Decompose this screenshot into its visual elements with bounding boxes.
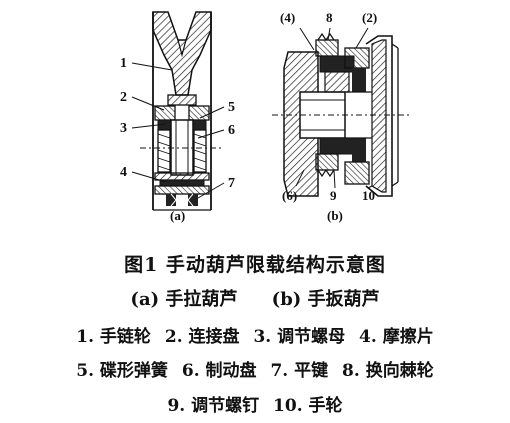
- callout-p4: (4): [280, 10, 295, 25]
- legend-line-1: 1. 手链轮 2. 连接盘 3. 调节螺母 4. 摩擦片: [0, 322, 510, 347]
- panel-a-label: (a): [170, 208, 185, 223]
- panel-b-callouts: (4) 8 (2) (6) 9 10 (b): [280, 10, 377, 223]
- panel-b-leaders: [295, 27, 373, 189]
- panel-b-drawing: [272, 32, 412, 197]
- legend-item: 10. 手轮: [273, 396, 343, 416]
- panel-a-callouts: 1 2 3 4 5 6 7 (a): [120, 56, 235, 223]
- legend-item: 8. 换向棘轮: [342, 361, 434, 381]
- callout-7: 7: [228, 176, 235, 191]
- legend-item: 3. 调节螺母: [253, 327, 346, 347]
- legend-item: 5. 碟形弹簧: [76, 361, 168, 381]
- callout-9: 9: [330, 188, 337, 203]
- legend-line-3: 9. 调节螺钉 10. 手轮: [0, 391, 510, 416]
- legend-item: 9. 调节螺钉: [167, 396, 260, 416]
- panel-a-leaders: [131, 62, 225, 199]
- callout-10: 10: [362, 188, 375, 203]
- callout-p6: (6): [282, 188, 297, 203]
- legend-item: 4. 摩擦片: [359, 327, 434, 347]
- callout-5: 5: [228, 100, 235, 115]
- legend-line-2: 5. 碟形弹簧 6. 制动盘 7. 平键 8. 换向棘轮: [0, 356, 510, 381]
- figure-title: 图1 手动葫芦限载结构示意图: [124, 254, 386, 276]
- legend-item: 7. 平键: [270, 361, 329, 381]
- subtitle-a: (a) 手拉葫芦: [130, 289, 238, 310]
- panel-b-label: (b): [327, 208, 343, 223]
- callout-3: 3: [120, 121, 127, 136]
- callout-4: 4: [120, 165, 127, 180]
- legend-item: 1. 手链轮: [76, 327, 151, 347]
- callout-p2: (2): [362, 10, 377, 25]
- callout-1: 1: [120, 56, 127, 71]
- figure-subtitles: (a) 手拉葫芦 (b) 手扳葫芦: [0, 285, 510, 311]
- legend-item: 2. 连接盘: [164, 327, 240, 347]
- callout-2: 2: [120, 90, 127, 105]
- callout-8: 8: [326, 10, 333, 25]
- panel-a-drawing: [140, 11, 224, 211]
- callout-6: 6: [228, 123, 235, 138]
- subtitle-b: (b) 手扳葫芦: [271, 289, 380, 310]
- legend-item: 6. 制动盘: [181, 361, 257, 381]
